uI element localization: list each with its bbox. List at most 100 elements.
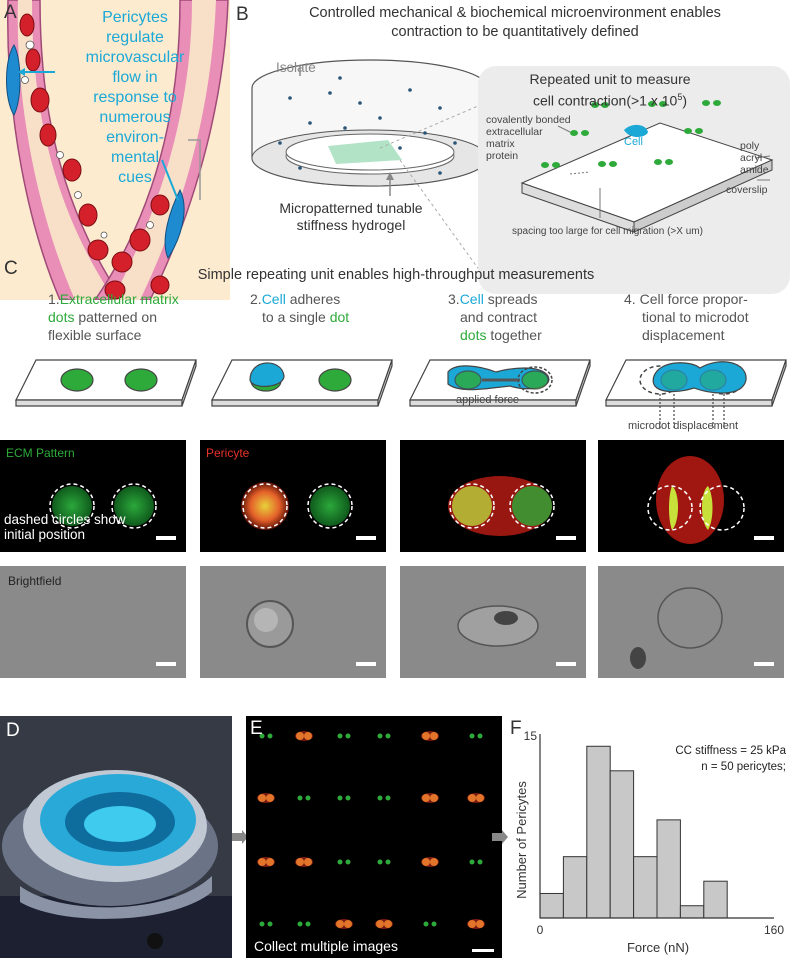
histogram-bar	[679, 905, 705, 919]
panel-a: A Pericytes regulate microvascular flow …	[0, 0, 230, 301]
hydrogel-line: Micropatterned tunable	[279, 200, 423, 216]
panel-d-letter: D	[6, 720, 20, 741]
step-number: 2.	[250, 291, 262, 307]
step-text: flexible surface	[48, 327, 142, 343]
step-number: 3.	[448, 291, 460, 307]
dish-diagram	[251, 59, 790, 294]
step-cyan: Cell	[261, 291, 286, 307]
unit-title-end: )	[682, 92, 688, 109]
caption-line: Pericytes	[102, 9, 168, 26]
device-photo: D	[0, 716, 232, 958]
pericyte-cell	[421, 793, 439, 803]
caption-line: response to	[93, 89, 177, 106]
step-green: dots	[48, 309, 75, 325]
step-4-text: 4. Cell force propor- tional to microdot…	[624, 290, 784, 344]
step-text: patterned on	[74, 309, 157, 325]
step-2-text: 2.Cell adheres to a single dot	[250, 290, 400, 326]
ecm-pattern-label: ECM Pattern	[6, 446, 75, 460]
scale-bar	[754, 536, 774, 540]
step-text: spreads	[483, 291, 538, 307]
pericyte-cell	[295, 731, 313, 741]
spacing-label: spacing too large for cell migration (>X…	[512, 226, 703, 237]
pattern-dot	[337, 795, 343, 801]
scale-bar	[156, 662, 176, 666]
scale-bar	[556, 662, 576, 666]
collect-images-caption: Collect multiple images	[254, 938, 398, 954]
pattern-dot	[477, 859, 483, 865]
pattern-dot	[431, 921, 437, 927]
cell-label: Cell	[624, 136, 643, 148]
unit-title-text: cell contraction(>1 x 10	[532, 92, 678, 109]
brightfield-image-1: Brightfield	[0, 566, 186, 678]
multi-image-grid: E Collect multiple images	[246, 716, 502, 958]
arrow-e-f	[492, 830, 508, 844]
pattern-dot	[297, 921, 303, 927]
histogram-bar	[539, 892, 564, 919]
pattern-dot	[385, 795, 391, 801]
step-text: to a single	[262, 309, 330, 325]
x-tick-label: 0	[537, 923, 544, 937]
panel-c-title: Simple repeating unit enables high-throu…	[197, 267, 595, 283]
panel-f-letter: F	[510, 718, 522, 739]
ecm-label: covalently bonded extracellular matrix p…	[486, 114, 571, 162]
panel-e-letter: E	[250, 718, 263, 739]
ecm-label-line: extracellular	[486, 126, 543, 138]
pericyte-cell	[421, 857, 439, 867]
dashed-note-line: initial position	[4, 527, 86, 542]
pattern-dot	[305, 921, 311, 927]
caption-line: regulate	[106, 29, 164, 46]
histogram-bar	[586, 745, 611, 919]
microdot-displacement-label: microdot displacement	[628, 420, 739, 432]
pattern-dot	[297, 795, 303, 801]
histogram-bar	[562, 856, 588, 919]
pattern-dot	[385, 733, 391, 739]
pattern-dot	[345, 733, 351, 739]
step-green: Extracellular matrix	[59, 291, 179, 307]
brightfield-image-3	[400, 566, 586, 678]
scale-bar	[356, 536, 376, 540]
force-histogram: Number of Pericytes Force (nN) CC stiffn…	[514, 729, 787, 955]
ecm-label-line: covalently bonded	[486, 114, 571, 126]
arrow-d-e	[232, 830, 248, 844]
dashed-note-line: dashed circles show	[4, 512, 126, 527]
step-number: 4.	[624, 291, 636, 307]
brightfield-label: Brightfield	[8, 574, 62, 588]
pericyte-cell	[375, 919, 393, 929]
x-tick-label: 160	[764, 923, 784, 937]
hydrogel-line: stiffness hydrogel	[296, 217, 406, 233]
pericyte-cell	[335, 919, 353, 929]
unit-title-line: Repeated unit to measure	[529, 71, 691, 87]
step-schematics	[15, 359, 787, 430]
fluor-image-3	[400, 440, 586, 552]
step-text: tional to microdot	[642, 309, 749, 325]
caption-line: numerous	[99, 109, 171, 126]
caption-line: cues	[118, 169, 152, 186]
panel-c-letter: C	[4, 258, 18, 279]
fluor-image-2: Pericyte	[200, 440, 386, 552]
y-tick-label: 15	[524, 729, 538, 743]
ecm-label-line: protein	[486, 150, 519, 162]
pattern-dot	[377, 859, 383, 865]
caption-line: flow in	[112, 69, 158, 86]
pa-line: poly	[740, 140, 760, 152]
pattern-dot	[267, 733, 273, 739]
pattern-dot	[259, 733, 265, 739]
pericyte-label: Pericyte	[206, 446, 250, 460]
scale-bar	[156, 536, 176, 540]
pattern-dot	[469, 733, 475, 739]
isolate-label: Isolate	[276, 60, 316, 75]
pattern-dot	[423, 921, 429, 927]
scale-bar	[556, 536, 576, 540]
title-line: Controlled mechanical & biochemical micr…	[309, 5, 721, 21]
step-text: Cell force propor-	[639, 291, 748, 307]
brightfield-image-4	[598, 566, 784, 678]
unit-title-line: cell contraction(>1 x 105)	[500, 88, 720, 110]
pattern-dot	[345, 795, 351, 801]
title-line: contraction to be quantitatively defined	[391, 24, 639, 40]
step-text: and contract	[460, 309, 538, 325]
pattern-dot	[377, 795, 383, 801]
step-text: displacement	[642, 327, 725, 343]
histogram-bar	[703, 880, 728, 919]
pattern-dot	[267, 921, 273, 927]
pattern-dot	[385, 859, 391, 865]
